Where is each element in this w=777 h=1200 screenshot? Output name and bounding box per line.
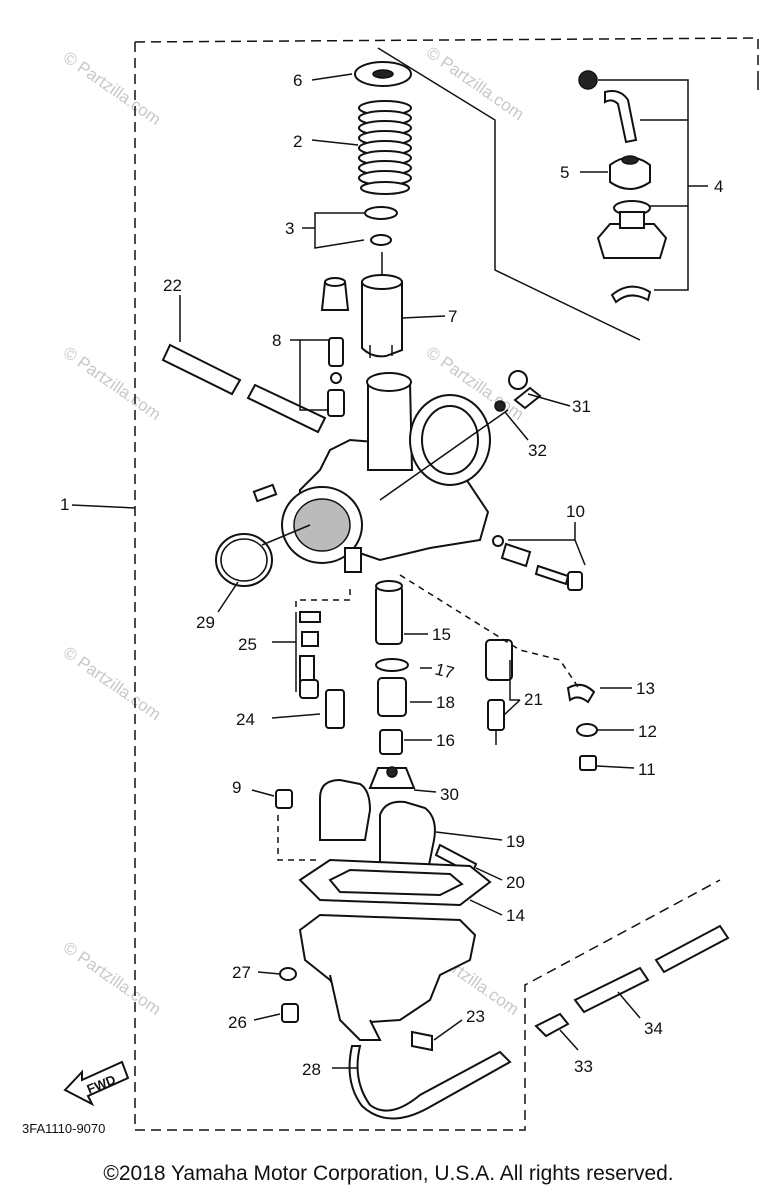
callout-5: 5 [560, 163, 569, 182]
callout-17: 17 [433, 660, 456, 683]
diagram-code: 3FA1110-9070 [22, 1121, 105, 1136]
callout-33: 33 [574, 1057, 593, 1076]
callout-31: 31 [572, 397, 591, 416]
watermark: © Partzilla.com [60, 938, 165, 1019]
callout-3: 3 [285, 219, 294, 238]
parts-graphics [63, 61, 730, 1120]
callout-26: 26 [228, 1013, 247, 1032]
callout-16: 16 [436, 731, 455, 750]
callout-7: 7 [448, 307, 457, 326]
callout-11: 11 [638, 760, 656, 779]
callout-23: 23 [466, 1007, 485, 1026]
callout-19: 19 [506, 832, 525, 851]
callout-12: 12 [638, 722, 657, 741]
callout-30: 30 [440, 785, 459, 804]
callout-32: 32 [528, 441, 547, 460]
callout-21: 21 [524, 690, 543, 709]
callout-22: 22 [163, 276, 182, 295]
leader-lines [71, 47, 708, 1069]
callout-29: 29 [196, 613, 215, 632]
callout-15: 15 [432, 625, 451, 644]
callout-2: 2 [293, 132, 302, 151]
callout-14: 14 [506, 906, 525, 925]
callout-28: 28 [302, 1060, 321, 1079]
callout-27: 27 [232, 963, 251, 982]
copyright-notice: ©2018 Yamaha Motor Corporation, U.S.A. A… [103, 1162, 674, 1185]
callout-24: 24 [236, 710, 255, 729]
callout-18: 18 [436, 693, 455, 712]
callout-labels: 6 2 3 22 8 7 5 4 31 32 1 10 29 25 15 17 … [60, 71, 723, 1079]
watermark: © Partzilla.com [60, 343, 165, 424]
callout-9: 9 [232, 778, 241, 797]
callout-4: 4 [714, 177, 723, 196]
callout-13: 13 [636, 679, 655, 698]
watermark: © Partzilla.com [60, 48, 165, 129]
callout-6: 6 [293, 71, 302, 90]
callout-20: 20 [506, 873, 525, 892]
watermark: © Partzilla.com [60, 643, 165, 724]
callout-8: 8 [272, 331, 281, 350]
callout-25: 25 [238, 635, 257, 654]
callout-34: 34 [644, 1019, 663, 1038]
assembly-boundary [134, 37, 759, 1131]
watermark: © Partzilla.com [423, 43, 528, 124]
callout-1: 1 [60, 495, 69, 514]
callout-10: 10 [566, 502, 585, 521]
